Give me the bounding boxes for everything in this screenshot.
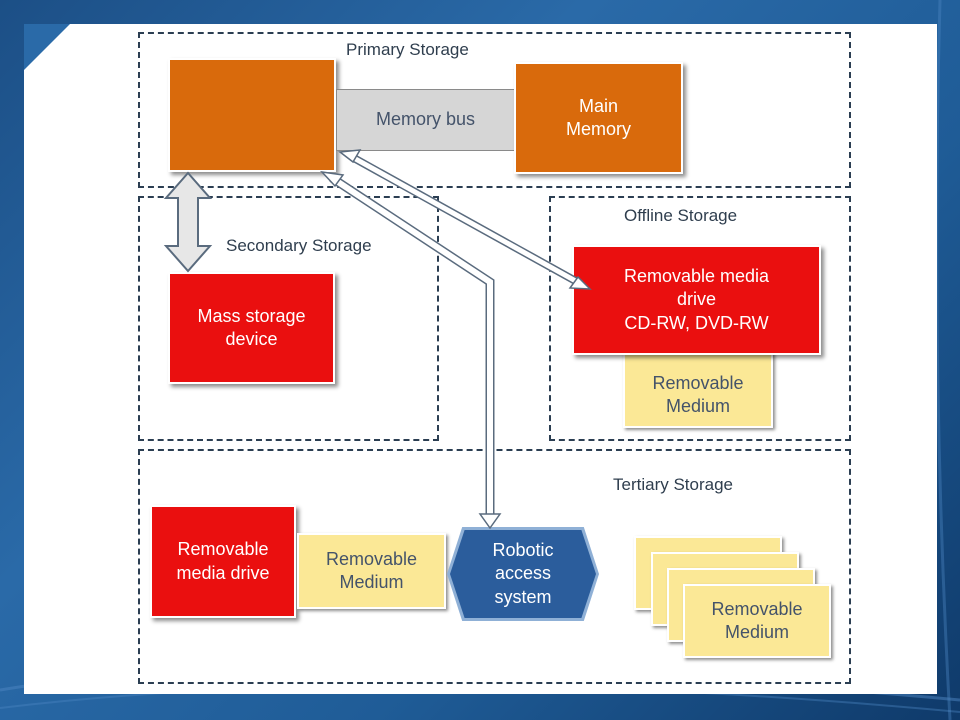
offline-removable-media-drive-box: Removable media drive CD-RW, DVD-RW [572, 245, 821, 355]
offline-medium-label-line1: Removable [652, 372, 744, 393]
memory-bus-label: Memory bus [375, 109, 476, 130]
robotic-label-line1: Robotic [492, 539, 554, 560]
secondary-storage-label: Secondary Storage [226, 236, 372, 255]
offline-drive-label-line3: CD-RW, DVD-RW [624, 312, 769, 333]
primary-storage-label: Primary Storage [346, 40, 469, 59]
offline-removable-medium-box: Removable Medium [623, 350, 773, 428]
main-memory-label-line2: Memory [565, 119, 631, 139]
media-stack-card-4: Removable Medium [683, 584, 831, 658]
memory-bus-box: Memory bus [336, 89, 515, 151]
cpu-box [168, 58, 336, 172]
mass-storage-label-line2: device [225, 329, 278, 349]
tertiary-medium-label-line2: Medium [339, 572, 404, 592]
stack-medium-label-line2: Medium [724, 622, 789, 642]
mass-storage-label-line1: Mass storage [197, 305, 306, 326]
offline-drive-label-line2: drive [676, 289, 716, 310]
tertiary-storage-region [138, 449, 851, 684]
main-memory-label-line1: Main [578, 95, 618, 116]
main-memory-box: Main Memory [514, 62, 683, 174]
robotic-access-system-box: Robotic access system [450, 530, 596, 618]
offline-storage-region [549, 196, 851, 441]
tertiary-removable-media-drive-box: Removable media drive [150, 505, 296, 618]
slide-corner-decoration [24, 24, 70, 70]
stack-medium-label-line1: Removable [711, 598, 803, 619]
offline-storage-label: Offline Storage [624, 206, 738, 225]
tertiary-removable-medium-box: Removable Medium [297, 533, 446, 609]
robotic-label-line3: system [494, 586, 552, 607]
mass-storage-device-box: Mass storage device [168, 272, 335, 384]
offline-medium-label-line2: Medium [665, 396, 730, 416]
offline-drive-label-line1: Removable media [623, 265, 770, 286]
tertiary-drive-label-line1: Removable [177, 539, 269, 560]
tertiary-storage-label: Tertiary Storage [613, 475, 733, 494]
tertiary-medium-label-line1: Removable [325, 548, 418, 569]
robotic-label-line2: access [494, 563, 552, 584]
tertiary-drive-label-line2: media drive [176, 562, 270, 583]
